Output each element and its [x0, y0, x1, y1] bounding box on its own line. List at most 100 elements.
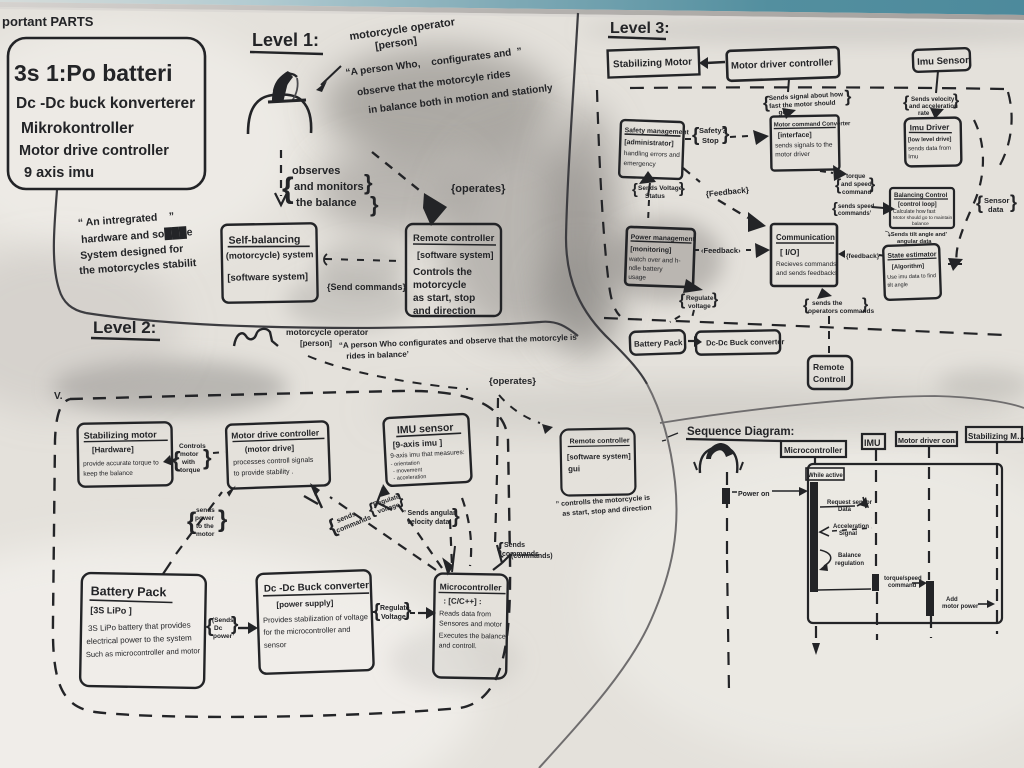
svg-text:motor: motor	[196, 531, 215, 538]
svg-text:V.: V.	[54, 391, 63, 402]
svg-text:Motor drive controller: Motor drive controller	[231, 428, 320, 441]
svg-text:Sends: Sends	[504, 542, 525, 549]
svg-text:torque/speed: torque/speed	[884, 576, 922, 582]
svg-text:(motorcycle) system: (motorcycle) system	[226, 249, 314, 261]
svg-text:[software system]: [software system]	[227, 271, 308, 283]
svg-text:Safety?: Safety?	[699, 126, 727, 135]
svg-text:sends: sends	[196, 507, 215, 514]
svg-text:[software system]: [software system]	[567, 451, 631, 461]
svg-text:{: {	[835, 177, 841, 194]
svg-text:[control loop]: [control loop]	[898, 202, 937, 208]
svg-text:Dc -Dc Buck converter: Dc -Dc Buck converter	[264, 580, 370, 595]
svg-text:}: }	[679, 180, 685, 197]
svg-text:Sensor: Sensor	[984, 196, 1010, 205]
svg-text:[administrator]: [administrator]	[624, 139, 674, 148]
svg-text:[person]: [person]	[300, 339, 332, 348]
svg-text:Recieves commands: Recieves commands	[776, 261, 837, 268]
svg-text:power’: power’	[213, 633, 234, 640]
svg-text:}: }	[370, 192, 379, 217]
svg-text:: [C/C++] :: : [C/C++] :	[443, 597, 481, 607]
svg-text:Dc -Dc buck konverterer: Dc -Dc buck konverterer	[16, 95, 195, 112]
svg-text:Balance: Balance	[838, 553, 862, 559]
svg-text:with: with	[181, 459, 195, 466]
svg-text:rate: rate	[918, 110, 930, 117]
svg-text:regulation: regulation	[835, 561, 864, 567]
svg-text:tilt angle: tilt angle	[887, 282, 908, 289]
svg-text:- acceleration: - acceleration	[393, 474, 426, 482]
svg-text:Stabilizing motor: Stabilizing motor	[84, 429, 158, 440]
svg-text:}: }	[722, 124, 730, 145]
svg-text:fast the motor should: fast the motor should	[769, 100, 836, 110]
svg-text:Controls the: Controls the	[413, 267, 472, 278]
svg-text:Imu Driver: Imu Driver	[910, 123, 950, 133]
svg-text:Stop: Stop	[702, 136, 719, 145]
svg-text:Regulate: Regulate	[380, 605, 410, 612]
svg-text:[ I/O]: [ I/O]	[780, 247, 800, 257]
svg-text:{: {	[366, 501, 377, 519]
svg-text:Sends velocity: Sends velocity	[911, 96, 955, 103]
svg-text:Regulate: Regulate	[686, 295, 714, 302]
svg-text:Power management: Power management	[631, 234, 696, 243]
svg-text:‹Feedback›: ‹Feedback›	[701, 246, 741, 255]
svg-text:[3S LiPo ]: [3S LiPo ]	[90, 605, 132, 616]
svg-text:sends speed: sends speed	[838, 204, 875, 210]
svg-text:3S LiPo battery that provides: 3S LiPo battery that provides	[88, 620, 191, 633]
svg-text:[person]: [person]	[374, 35, 417, 53]
svg-text:{Feedback}: {Feedback}	[705, 185, 749, 198]
svg-text:command: command	[888, 583, 917, 589]
svg-text:motorcycle operator: motorcycle operator	[286, 327, 369, 337]
svg-text:Acceleration: Acceleration	[833, 524, 869, 530]
svg-text:electrical power to the system: electrical power to the system	[86, 633, 192, 646]
svg-text:Data: Data	[838, 507, 852, 513]
svg-text:}: }	[404, 600, 412, 621]
svg-text:[power supply]: [power supply]	[276, 598, 334, 609]
svg-text:Motor command Converter: Motor command Converter	[774, 121, 851, 128]
svg-text:}: }	[712, 291, 718, 308]
svg-text:Stabilizing M…: Stabilizing M…	[968, 432, 1024, 441]
svg-text:3s 1:Po batteri: 3s 1:Po batteri	[14, 60, 173, 86]
svg-text:Voltage: Voltage	[381, 614, 406, 621]
svg-text:keep the balance: keep the balance	[83, 470, 133, 478]
svg-text:Sensores and motor: Sensores and motor	[439, 620, 503, 628]
svg-text:{operates}: {operates}	[451, 183, 506, 195]
svg-text:Communication: Communication	[776, 233, 835, 242]
svg-text:emergency: emergency	[623, 160, 656, 168]
svg-text:processes controll signals: processes controll signals	[233, 457, 314, 467]
svg-text:Sequence Diagram:: Sequence Diagram:	[687, 426, 794, 438]
svg-text:Battery Pack: Battery Pack	[634, 338, 683, 349]
svg-text:angular data: angular data	[897, 239, 932, 245]
svg-text:portant PARTS: portant PARTS	[2, 14, 94, 29]
svg-text:{Send commands}: {Send commands}	[327, 282, 407, 292]
svg-text:{: {	[976, 193, 983, 213]
svg-text:and sends feedbacks: and sends feedbacks	[776, 270, 838, 277]
svg-text:}: }	[844, 87, 852, 106]
svg-text:Level 2:: Level 2:	[93, 318, 156, 337]
svg-text:{: {	[282, 172, 294, 205]
svg-text:Safety management: Safety management	[625, 127, 690, 136]
svg-text:}: }	[218, 506, 227, 533]
svg-text:Microcontroller: Microcontroller	[440, 581, 503, 592]
svg-text:command: command	[842, 189, 871, 196]
svg-text:’ Sends angular: ’ Sends angular	[404, 510, 456, 517]
svg-text:}: }	[231, 614, 239, 635]
svg-text:[software system]: [software system]	[417, 250, 494, 260]
svg-text:Remote controller: Remote controller	[570, 437, 630, 445]
svg-text:watch over and h-: watch over and h-	[628, 256, 681, 265]
svg-text:{: {	[206, 616, 213, 637]
svg-text:9-axis imu that measures:: 9-axis imu that measures:	[390, 449, 465, 460]
svg-text:observes: observes	[292, 165, 340, 177]
svg-text:}: }	[862, 296, 868, 313]
svg-text:motor: motor	[180, 451, 199, 458]
svg-text:}: }	[452, 506, 460, 528]
svg-text:Motor should go to maintain: Motor should go to maintain	[893, 215, 953, 221]
svg-text:Sends signal about how: Sends signal about how	[769, 91, 845, 102]
svg-text:Use imu data to find: Use imu data to find	[887, 273, 936, 281]
svg-text:IMU: IMU	[864, 438, 881, 448]
svg-text:Power on: Power on	[738, 491, 770, 498]
svg-text:as start, stop: as start, stop	[413, 293, 475, 304]
svg-text:{: {	[762, 93, 770, 112]
svg-text:Status: Status	[645, 193, 665, 200]
svg-text:Calculate how fast: Calculate how fast	[893, 209, 936, 215]
svg-text:’ torque: ’ torque	[843, 173, 866, 180]
svg-text:}: }	[953, 92, 959, 109]
